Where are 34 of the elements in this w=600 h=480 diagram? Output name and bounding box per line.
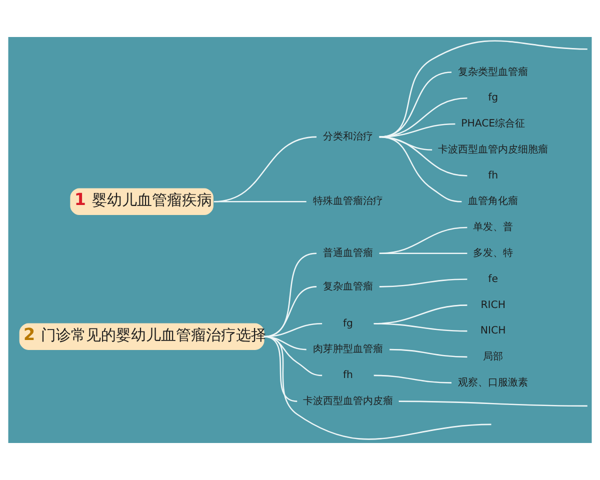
connector — [390, 348, 468, 358]
connector — [214, 200, 306, 202]
node-text: 局部 — [483, 352, 504, 363]
node-text: 普通血管瘤 — [322, 248, 373, 259]
connector — [379, 278, 468, 288]
node-text: NICH — [480, 326, 506, 337]
connector — [379, 226, 468, 254]
node-box: 1 婴幼儿血管瘤疾病 — [70, 188, 214, 216]
node-text: fh — [488, 170, 498, 182]
node-text: fh — [342, 370, 353, 382]
node-text: 血管角化瘤 — [468, 196, 518, 208]
node-text: RICH — [480, 300, 506, 311]
node-text: 单发、普 — [473, 222, 514, 234]
node-text: fg — [342, 318, 353, 330]
node-text: 分类和治疗 — [322, 132, 373, 143]
node-text: 复杂血管瘤 — [322, 281, 373, 292]
connector — [379, 252, 468, 254]
connector — [214, 136, 317, 202]
node-text: 复杂类型血管瘤 — [458, 66, 528, 78]
node-text: fe — [488, 274, 498, 285]
connector — [374, 323, 468, 332]
node-text: 观察、口服激素 — [458, 377, 528, 388]
node-box: 2 门诊常见的婴幼儿血管瘤治疗选择 — [19, 323, 264, 350]
node-text: PHACE综合征 — [461, 118, 526, 130]
node-text: 多发、特 — [473, 248, 514, 259]
connector — [374, 374, 452, 384]
node-text: 卡波西型血管内皮瘤 — [302, 396, 393, 407]
node-text: 卡波西型血管内皮细胞瘤 — [438, 144, 548, 156]
node-text: 肉芽肿型血管瘤 — [312, 344, 383, 356]
node-text: 特殊血管瘤治疗 — [312, 196, 383, 208]
connector — [264, 336, 492, 440]
node-text: fg — [488, 92, 498, 104]
connector — [398, 400, 588, 407]
connector — [379, 40, 588, 138]
